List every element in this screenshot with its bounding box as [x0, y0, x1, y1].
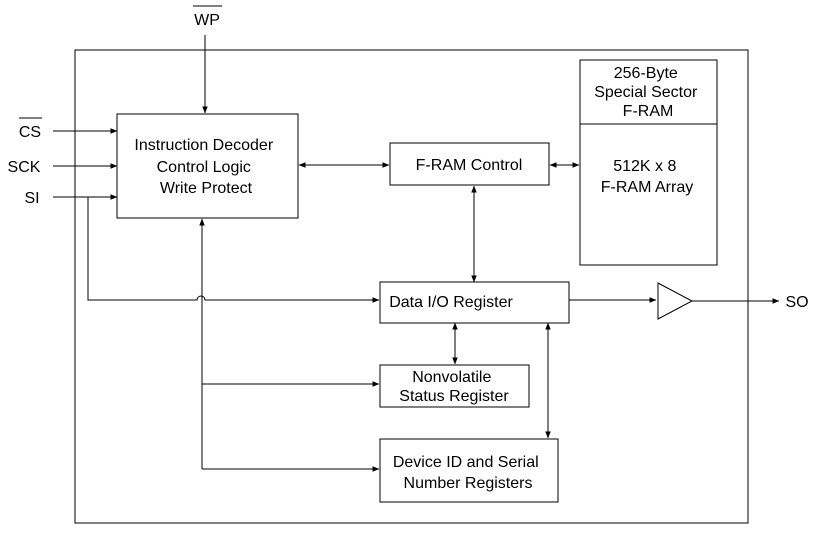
- instruction-decoder-label: Instruction Decoder Control Logic Write …: [134, 137, 277, 197]
- so-label: SO: [785, 294, 808, 311]
- device-id-registers-label: Device ID and Serial Number Registers: [393, 454, 543, 492]
- status-register-block: [379, 364, 530, 408]
- data-io-register-block: [379, 281, 570, 324]
- output-buffer: [657, 282, 694, 320]
- chip-outline: [74, 49, 749, 524]
- sck-label: SCK: [8, 159, 41, 176]
- cs-label: CS: [19, 124, 41, 141]
- status-register-label: Nonvolatile Status Register: [399, 369, 509, 405]
- fram-array-block: [579, 123, 718, 266]
- fram-array-label: 512K x 8 F-RAM Array: [601, 158, 693, 196]
- wp-label: WP: [194, 12, 220, 29]
- special-sector-block: [579, 59, 718, 125]
- si-label: SI: [24, 190, 39, 207]
- instruction-decoder-block: [116, 113, 299, 219]
- device-id-registers-block: [379, 438, 559, 503]
- special-sector-label: 256-Byte Special Sector F-RAM: [594, 65, 702, 120]
- data-io-register-label: Data I/O Register: [389, 294, 513, 311]
- fram-control-label: F-RAM Control: [416, 157, 523, 174]
- fram-control-block: [389, 142, 550, 186]
- si-to-data-io-wire: [87, 197, 380, 303]
